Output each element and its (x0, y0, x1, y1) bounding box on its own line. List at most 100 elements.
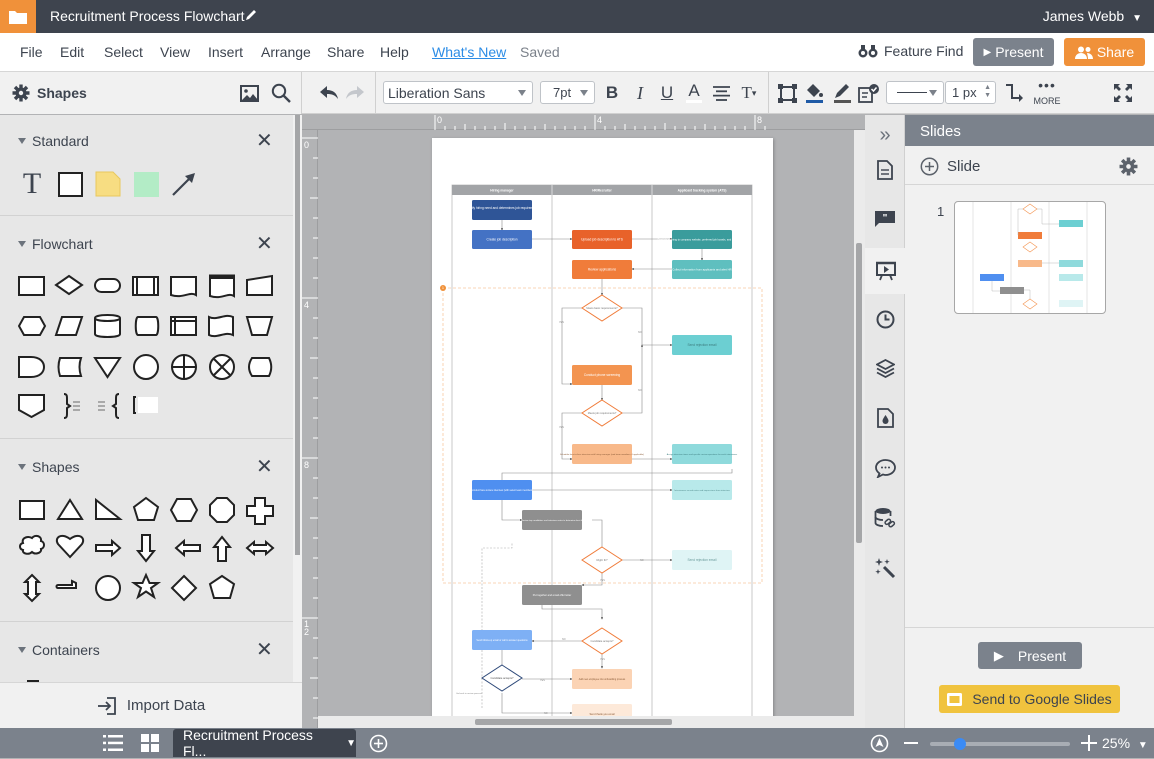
rename-pencil-icon[interactable] (244, 8, 258, 27)
text-options-icon[interactable]: T▾ (741, 83, 757, 102)
section-containers-header[interactable]: Containers (18, 642, 100, 658)
menu-insert[interactable]: Insert (208, 44, 244, 60)
line-connector-icon[interactable] (1003, 82, 1025, 104)
horizontal-ruler: 0 4 8 (302, 115, 865, 130)
page-settings-icon[interactable] (865, 150, 905, 190)
canvas-vertical-scroll-thumb[interactable] (856, 243, 862, 543)
conditional-formatting-icon[interactable] (857, 82, 881, 104)
close-section-containers-icon[interactable]: ✕ (256, 639, 273, 661)
note-shape[interactable] (94, 170, 122, 198)
theme-color-icon[interactable] (865, 398, 905, 438)
svg-text:Post job opening to company we: Post job opening to company website, pre… (658, 238, 747, 242)
binoculars-icon (858, 45, 878, 58)
toolbar-divider (768, 72, 769, 114)
save-status: Saved (520, 44, 560, 60)
text-shape[interactable]: T (22, 167, 42, 200)
text-color-button[interactable]: A (684, 80, 704, 104)
svg-text:Review applications: Review applications (588, 268, 617, 272)
font-family-select[interactable]: Liberation Sans (383, 81, 533, 104)
redo-icon[interactable] (344, 82, 366, 104)
line-style-preview (897, 91, 927, 94)
zoom-slider-handle[interactable] (954, 738, 966, 750)
menu-share[interactable]: Share (327, 44, 365, 60)
data-linking-icon[interactable] (865, 498, 905, 538)
send-to-google-slides-button[interactable]: Send to Google Slides (939, 685, 1120, 713)
user-menu[interactable]: James Webb ▼ (1043, 8, 1142, 24)
slides-present-button[interactable]: ▶ Present (978, 642, 1082, 669)
page-tab-label: Recruitment Process Fl... (183, 727, 313, 759)
whats-new-link[interactable]: What's New (432, 44, 507, 60)
search-icon[interactable] (270, 82, 292, 104)
section-shapes-header[interactable]: Shapes (18, 459, 79, 475)
presentation-icon[interactable] (865, 248, 906, 294)
line-color-icon[interactable] (831, 80, 853, 106)
zoom-in-icon[interactable] (1081, 735, 1097, 756)
collapse-triangle-icon (18, 241, 26, 247)
zoom-slider-track[interactable] (930, 742, 1070, 746)
flowchart-shapes-grid[interactable] (18, 273, 278, 423)
menu-file[interactable]: File (20, 44, 43, 60)
import-data-label: Import Data (126, 697, 206, 714)
slide-thumbnail[interactable] (954, 201, 1106, 314)
rectangle-shape[interactable] (56, 170, 84, 198)
share-button[interactable]: Share (1064, 38, 1145, 66)
insert-image-icon[interactable] (238, 82, 260, 104)
comments-icon[interactable] (865, 448, 905, 488)
ruler-label: 4 (304, 300, 310, 310)
left-panel-scroll-thumb[interactable] (295, 115, 300, 555)
line-style-select[interactable] (886, 81, 944, 104)
import-data-button[interactable]: Import Data (0, 682, 302, 728)
more-label: MORE (1033, 96, 1061, 106)
document-title[interactable]: Recruitment Process Flowchart (50, 8, 245, 24)
section-standard-header[interactable]: Standard (18, 133, 89, 149)
basic-shapes-grid[interactable] (18, 495, 278, 607)
folder-icon (9, 10, 27, 24)
close-section-flowchart-icon[interactable]: ✕ (256, 233, 273, 255)
zoom-out-icon[interactable] (904, 742, 918, 744)
menu-help[interactable]: Help (380, 44, 409, 60)
menu-arrange[interactable]: Arrange (261, 44, 311, 60)
page-list-icon[interactable] (103, 735, 123, 756)
section-flowchart-header[interactable]: Flowchart (18, 236, 93, 252)
align-center-icon[interactable] (711, 82, 731, 104)
add-page-icon[interactable] (369, 734, 388, 758)
more-button[interactable]: ••• MORE (1033, 78, 1061, 109)
gear-icon[interactable] (10, 82, 32, 104)
arrow-line-shape[interactable] (170, 170, 198, 198)
collapse-panel-icon[interactable]: » (879, 123, 891, 146)
underline-button[interactable]: U (660, 83, 674, 102)
navigator-compass-icon[interactable] (870, 734, 889, 758)
magic-wand-icon[interactable] (865, 548, 905, 588)
menu-select[interactable]: Select (104, 44, 143, 60)
page-tab[interactable]: Recruitment Process Fl... ▼ (173, 727, 356, 759)
svg-text:Identify hiring need and deter: Identify hiring need and determines job … (465, 206, 540, 210)
present-button[interactable]: ▶ Present (973, 38, 1054, 66)
history-clock-icon[interactable] (865, 299, 905, 339)
menu-view[interactable]: View (160, 44, 191, 60)
line-width-stepper[interactable]: 1 px ▲▼ (945, 81, 996, 104)
menu-edit[interactable]: Edit (60, 44, 85, 60)
canvas-page[interactable]: Hiring manager HR/Recruiter Applicant tr… (432, 138, 773, 726)
undo-icon[interactable] (318, 82, 340, 104)
canvas-horizontal-scroll-thumb[interactable] (475, 719, 672, 725)
fullscreen-icon[interactable] (1112, 82, 1134, 104)
documents-folder-button[interactable] (0, 0, 36, 33)
fill-color-icon[interactable] (803, 80, 825, 106)
slides-settings-gear-icon[interactable] (1119, 157, 1138, 181)
zoom-level-select[interactable]: 25% ▼ (1102, 735, 1148, 751)
bold-button[interactable]: B (605, 83, 619, 102)
quote-comment-icon[interactable]: " (865, 199, 905, 239)
svg-text:Create job description: Create job description (486, 238, 517, 242)
feature-find-button[interactable]: Feature Find (858, 43, 963, 59)
shape-border-icon[interactable] (776, 82, 798, 104)
add-slide-button[interactable]: Slide (920, 157, 980, 176)
colored-block-shape[interactable] (132, 170, 160, 198)
page-grid-icon[interactable] (141, 734, 159, 757)
chevron-down-icon[interactable]: ▼ (346, 737, 356, 749)
layers-icon[interactable] (865, 348, 905, 388)
close-section-shapes-icon[interactable]: ✕ (256, 456, 273, 478)
italic-button[interactable]: I (637, 82, 643, 103)
close-section-standard-icon[interactable]: ✕ (256, 130, 273, 152)
font-size-select[interactable]: 7pt (540, 81, 595, 104)
flowchart-diagram[interactable]: Hiring manager HR/Recruiter Applicant tr… (432, 138, 773, 726)
